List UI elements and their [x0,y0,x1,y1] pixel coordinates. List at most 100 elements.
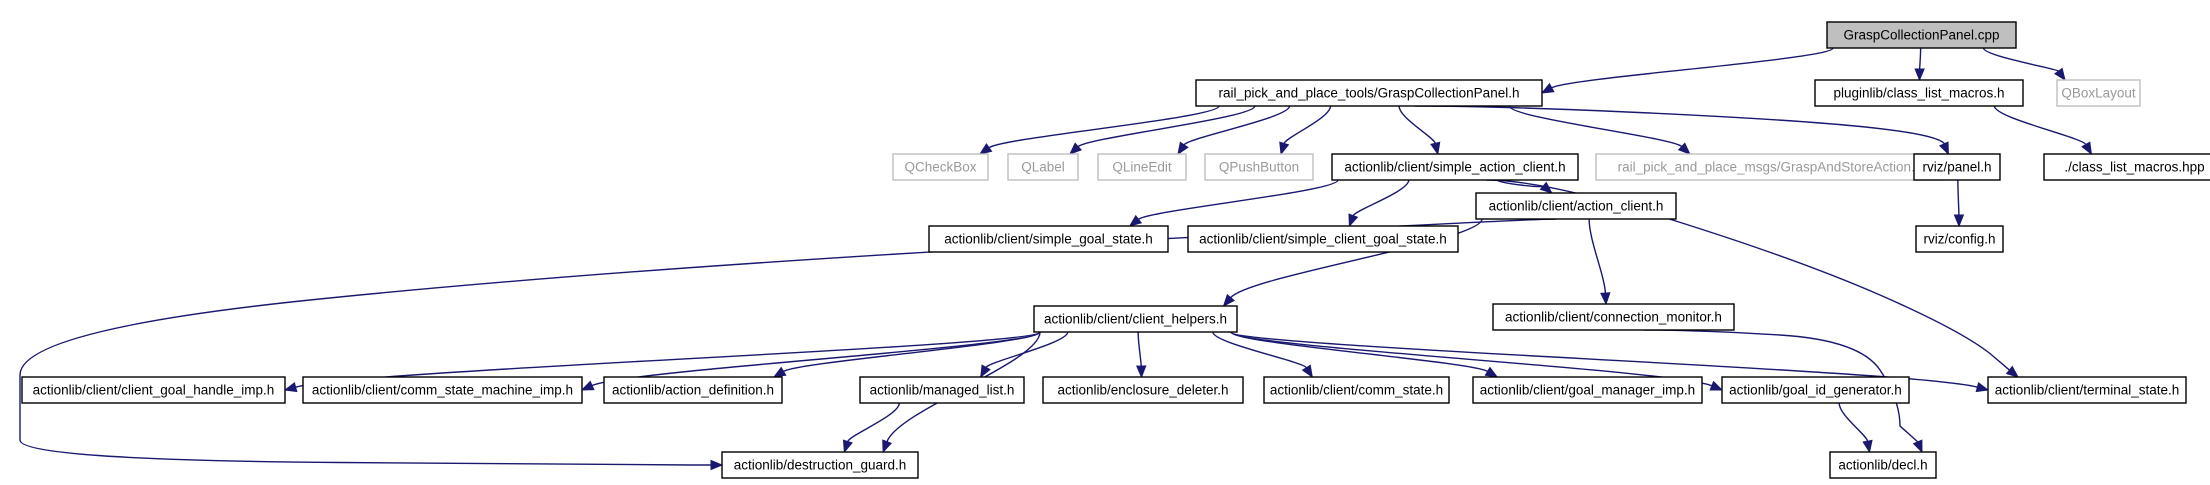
node-decl[interactable]: actionlib/decl.h [1829,451,1937,479]
edge-arrowhead [1177,141,1189,156]
node-label: actionlib/client/comm_state_machine_imp.… [312,383,573,398]
edge-client-helpers-to-terminal-state [1230,331,1990,393]
node-enclosure-deleter[interactable]: actionlib/enclosure_deleter.h [1042,376,1244,404]
node-action-definition[interactable]: actionlib/action_definition.h [603,376,783,404]
edge-line [783,331,1041,373]
edge-line [1137,331,1142,367]
edge-arrowhead [1484,366,1499,378]
node-goal-manager-imp[interactable]: actionlib/client/goal_manager_imp.h [1472,376,1703,404]
node-managed-list[interactable]: actionlib/managed_list.h [859,376,1025,404]
node-goal-id-generator[interactable]: actionlib/goal_id_generator.h [1721,376,1910,404]
node-class-list-macros-h[interactable]: pluginlib/class_list_macros.h [1814,79,2024,107]
edge-simple-action-client-to-terminal-state [1486,179,2020,378]
node-label: actionlib/client/terminal_state.h [1995,383,2180,398]
edge-line [1993,105,2087,146]
edge-client-helpers-to-comm-state [1212,331,1314,379]
node-label: actionlib/client/comm_state.h [1270,383,1443,398]
node-label: QCheckBox [904,160,976,175]
edge-line [1486,179,2010,371]
node-label: QPushButton [1219,160,1299,175]
edge-panel-h-to-qcheckbox [978,105,1220,155]
node-class-list-macros-hpp[interactable]: ./class_list_macros.hpp [2043,153,2210,181]
edge-line [1183,105,1291,146]
node-box [1187,225,1459,253]
edge-arrowhead [1279,141,1290,156]
edge-arrowhead [1914,68,1925,82]
node-box [1913,153,2001,181]
edge-arrowhead [842,439,853,454]
edge-root-to-class-list-macros-h [1914,47,1925,82]
edge-arrowhead [1938,141,1949,156]
node-client-goal-handle-imp[interactable]: actionlib/client/client_goal_handle_imp.… [21,376,286,404]
node-terminal-state[interactable]: actionlib/client/terminal_state.h [1987,376,2187,404]
node-client-helpers[interactable]: actionlib/client/client_helpers.h [1033,305,1238,333]
node-box [1204,153,1314,181]
edge-arrowhead [1975,381,1990,393]
edge-line [19,218,1557,466]
node-action-client[interactable]: actionlib/client/action_client.h [1475,192,1677,220]
node-label: actionlib/client/action_client.h [1489,199,1664,214]
edge-line [1551,47,1834,89]
edge-action-client-to-destruction-guard [19,218,1557,471]
node-label: rail_pick_and_place_msgs/GraspAndStoreAc… [1618,160,1923,175]
edge-line [985,331,1069,368]
node-label: actionlib/client/simple_goal_state.h [944,232,1153,247]
edge-line [1838,402,1869,442]
edge-layer [19,47,2093,471]
node-box [1814,79,2024,107]
edge-arrowhead [1600,292,1611,306]
edge-line [1283,105,1332,144]
node-box [1007,153,1079,181]
node-label: actionlib/action_definition.h [612,383,774,398]
edge-action-client-to-connection-monitor [1588,218,1611,306]
node-box [859,376,1025,404]
edge-arrowhead [772,366,787,378]
node-rviz-panel[interactable]: rviz/panel.h [1913,153,2001,181]
edge-simple-action-client-to-simple-goal-state [1128,179,1339,227]
node-destruction-guard[interactable]: actionlib/destruction_guard.h [721,451,919,479]
edge-panel-h-to-qlineedit [1177,105,1291,156]
edge-arrowhead [2081,141,2093,156]
node-label: actionlib/enclosure_deleter.h [1057,383,1228,398]
edge-arrowhead [1136,365,1147,379]
edge-arrowhead [1430,141,1441,156]
edge-panel-h-to-qlabel [1069,105,1256,155]
node-box [1042,376,1244,404]
node-simple-goal-state[interactable]: actionlib/client/simple_goal_state.h [928,225,1169,253]
node-label: actionlib/decl.h [1838,458,1927,473]
edge-arrowhead [1540,82,1555,94]
node-simple-action-client[interactable]: actionlib/client/simple_action_client.h [1331,153,1579,181]
node-connection-monitor[interactable]: actionlib/client/connection_monitor.h [1492,303,1735,331]
edge-panel-h-to-simple-action-client [1398,105,1441,156]
edge-arrowhead [1862,439,1873,454]
edge-class-list-macros-h-to-class-list-macros-hpp [1993,105,2093,156]
node-box [1472,376,1703,404]
edge-action-client-to-client-helpers [1222,218,1483,308]
node-label: actionlib/client/simple_action_client.h [1344,160,1565,175]
node-comm-state-machine-imp[interactable]: actionlib/client/comm_state_machine_imp.… [302,376,583,404]
node-qpushbutton: QPushButton [1204,153,1314,181]
edge-arrowhead [1677,142,1691,155]
node-label: QBoxLayout [2061,86,2136,101]
node-simple-client-goal-state[interactable]: actionlib/client/simple_client_goal_stat… [1187,225,1459,253]
node-label: actionlib/client/connection_monitor.h [1505,310,1722,325]
edge-arrowhead [1709,380,1724,391]
node-rviz-config[interactable]: rviz/config.h [1915,225,2004,253]
node-box [2043,153,2210,181]
edge-arrowhead [710,459,724,471]
node-layer: GraspCollectionPanel.cpp rail_pick_and_pl… [21,21,2210,479]
node-comm-state[interactable]: actionlib/client/comm_state.h [1263,376,1450,404]
node-qcheckbox: QCheckBox [892,153,989,181]
node-panel-h[interactable]: rail_pick_and_place_tools/GraspCollectio… [1195,79,1543,107]
edge-simple-action-client-to-simple-client-goal-state [1348,179,1410,228]
node-box [721,451,919,479]
edge-client-helpers-to-enclosure-deleter [1136,331,1147,379]
node-label: GraspCollectionPanel.cpp [1843,28,1999,43]
edge-rviz-panel-to-rviz-config [1953,179,1965,228]
node-label: actionlib/client/simple_client_goal_stat… [1199,232,1447,247]
node-box [892,153,989,181]
node-box [603,376,783,404]
edge-line [1138,179,1339,220]
edge-line [1508,105,1683,148]
